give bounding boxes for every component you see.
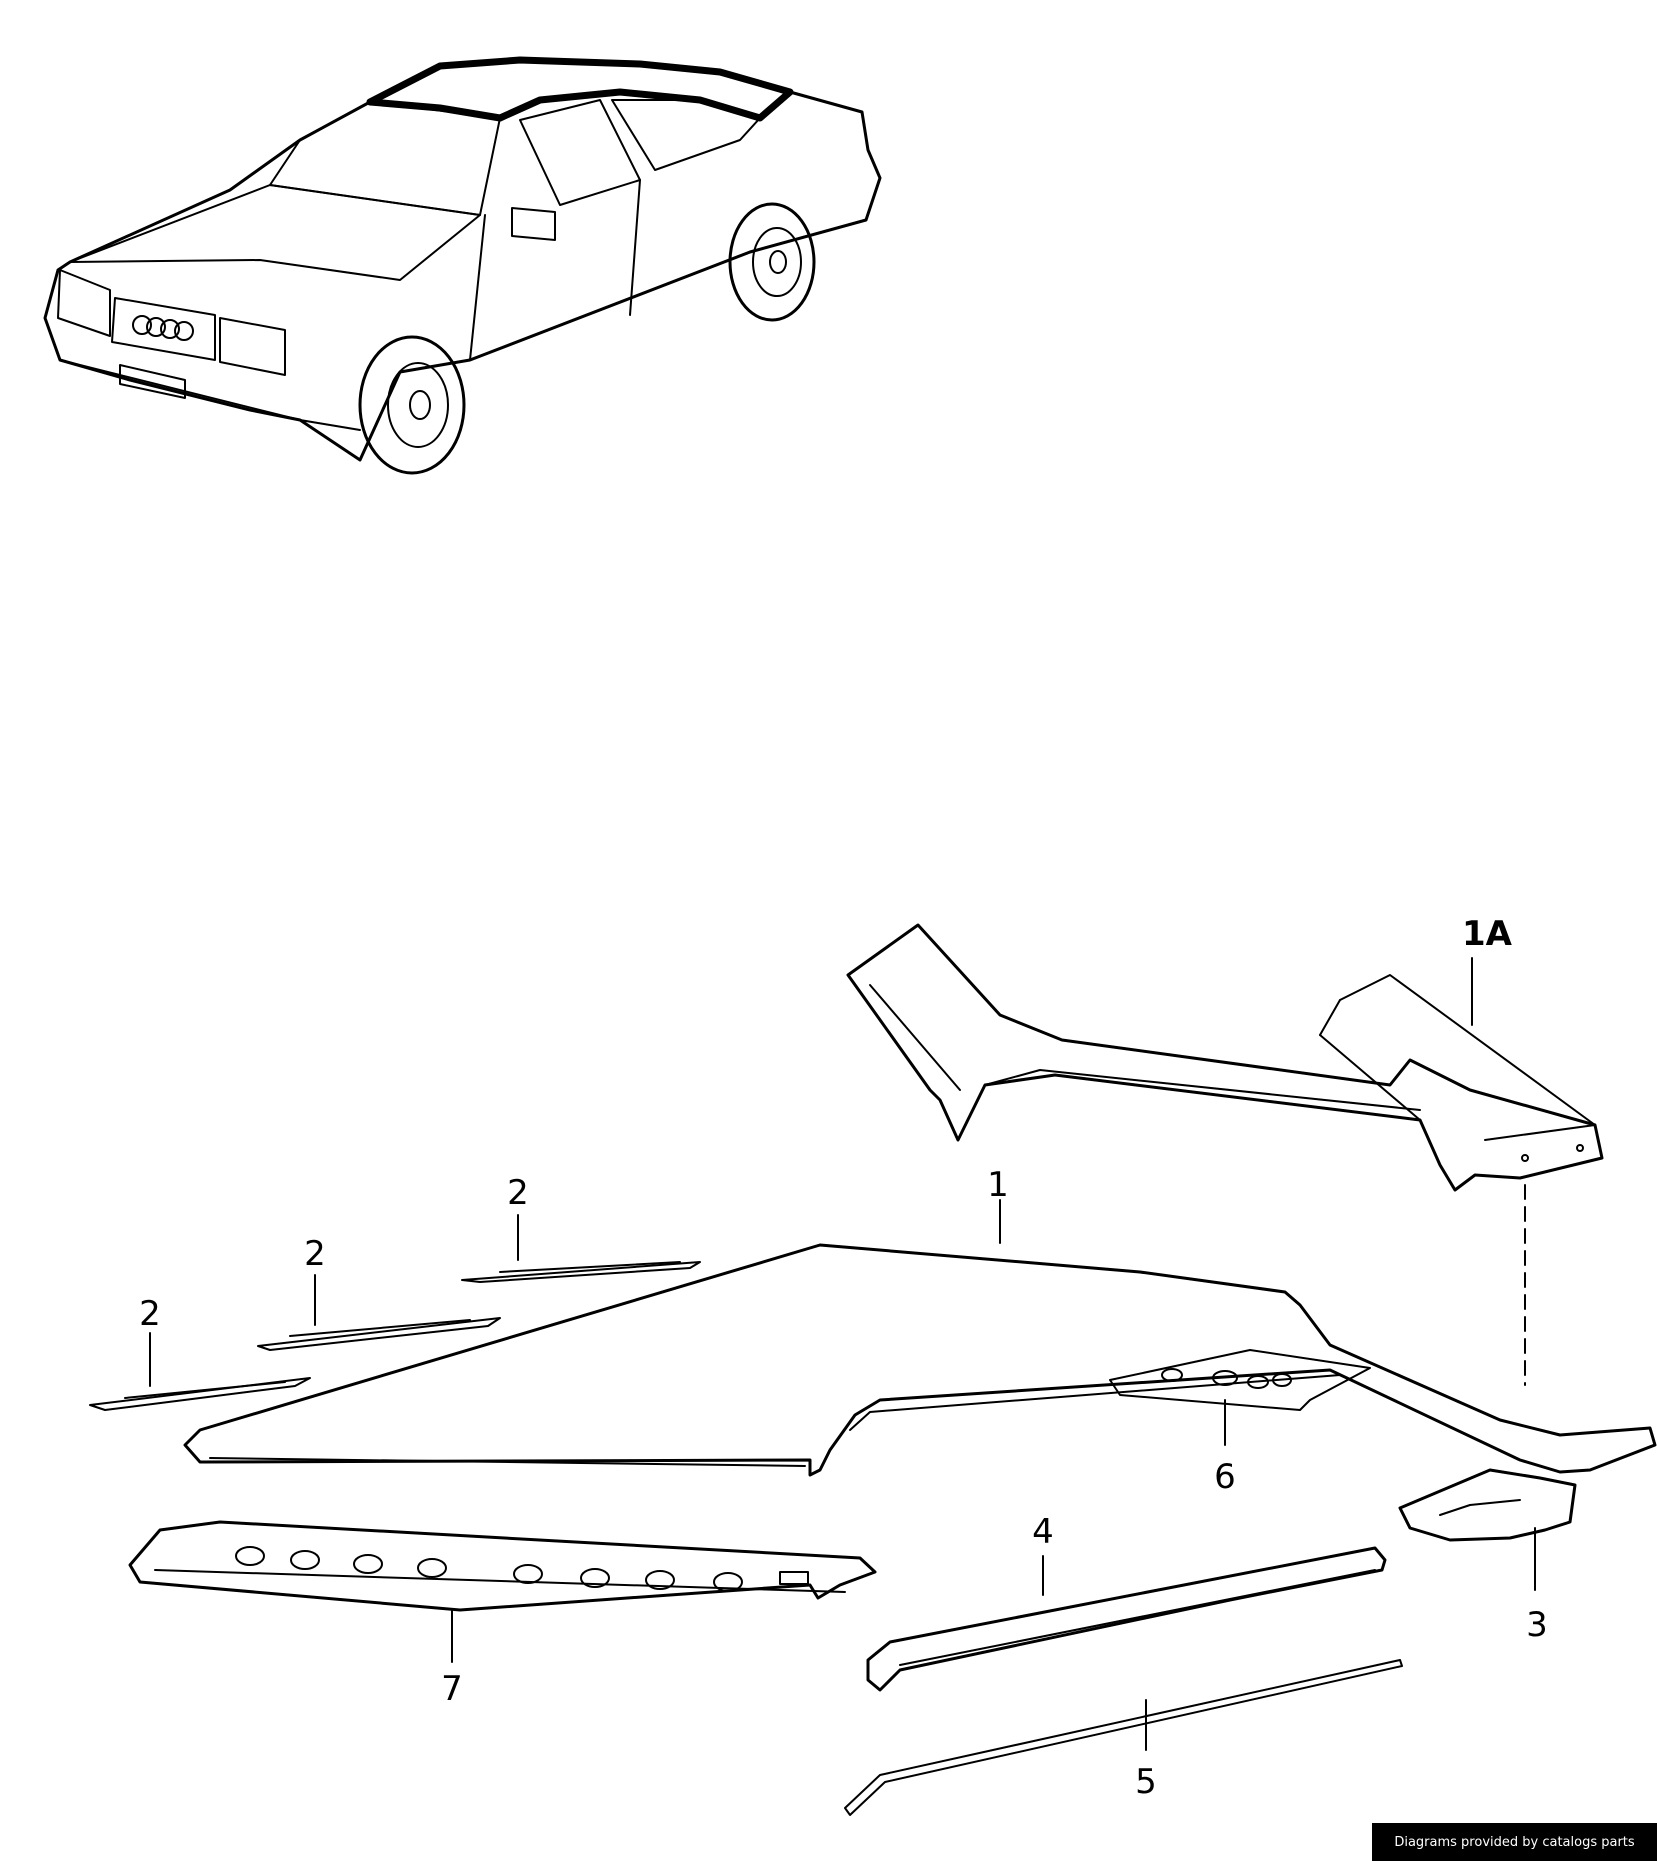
part-1a-roof-frame	[846, 923, 1604, 1192]
callout-4: 4	[1032, 1512, 1054, 1552]
part-5-trim-strip	[844, 1659, 1403, 1816]
part-4-side-rail	[866, 1546, 1387, 1692]
callout-1: 1	[987, 1165, 1009, 1205]
leader-lines	[149, 957, 1536, 1751]
part-7-cross-member	[128, 1520, 877, 1612]
front-wheel	[358, 335, 466, 475]
rear-wheel	[728, 202, 816, 322]
callout-3: 3	[1526, 1605, 1548, 1645]
callout-2-left: 2	[139, 1294, 161, 1334]
callout-2-top: 2	[507, 1173, 529, 1213]
callout-1a: 1A	[1462, 914, 1513, 954]
vehicle-overview-illustration	[43, 56, 882, 475]
callout-7: 7	[441, 1669, 463, 1709]
part-1-roof-panel	[183, 1243, 1657, 1477]
part-3-bracket	[1398, 1468, 1577, 1542]
callout-6: 6	[1214, 1457, 1236, 1497]
callout-numbers: 1 1A 2 2 2 3 4 5 6 7	[139, 914, 1548, 1802]
callout-5: 5	[1135, 1762, 1157, 1802]
part-2-strips	[89, 1261, 701, 1411]
brand-rings-emblem	[132, 315, 194, 341]
callout-2-middle: 2	[304, 1234, 326, 1274]
part-6-sunroof-bracket	[1109, 1349, 1371, 1411]
credit-badge: Diagrams provided by catalogs parts	[1372, 1823, 1657, 1861]
part-7-holes	[235, 1546, 809, 1592]
